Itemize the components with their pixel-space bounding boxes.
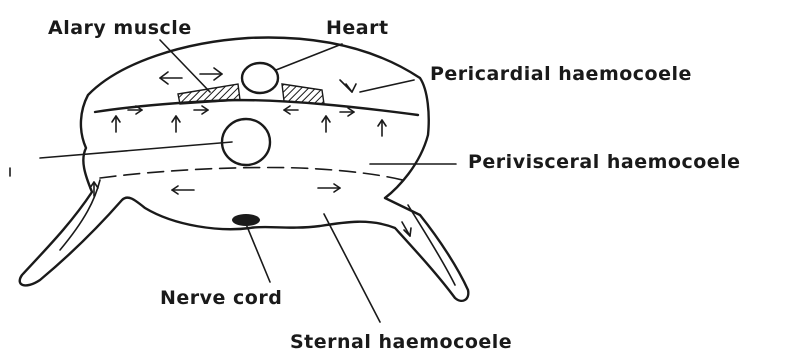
label-pericardial-haemocoele: Pericardial haemocoele <box>430 63 692 85</box>
label-perivisceral-haemocoele: Perivisceral haemocoele <box>468 151 741 173</box>
label-alary-muscle: Alary muscle <box>48 17 192 39</box>
label-nerve-cord: Nerve cord <box>160 287 282 309</box>
right-leg-inner-line <box>408 205 455 285</box>
heart-shape <box>242 63 278 93</box>
leader-heart <box>276 44 342 70</box>
label-heart: Heart <box>326 17 389 39</box>
ventral-diaphragm <box>100 167 410 182</box>
leader-gut <box>40 142 232 158</box>
alary-muscle-right <box>282 84 324 104</box>
dorsal-diaphragm <box>95 100 418 115</box>
leader-sternal-haemocoele <box>324 214 380 322</box>
leader-pericardial-haemocoele <box>360 80 414 92</box>
leader-nerve-cord <box>246 224 270 282</box>
diaphragm-flow-arrows <box>128 106 354 116</box>
alary-muscle-left <box>178 84 240 104</box>
label-sternal-haemocoele: Sternal haemocoele <box>290 331 512 353</box>
